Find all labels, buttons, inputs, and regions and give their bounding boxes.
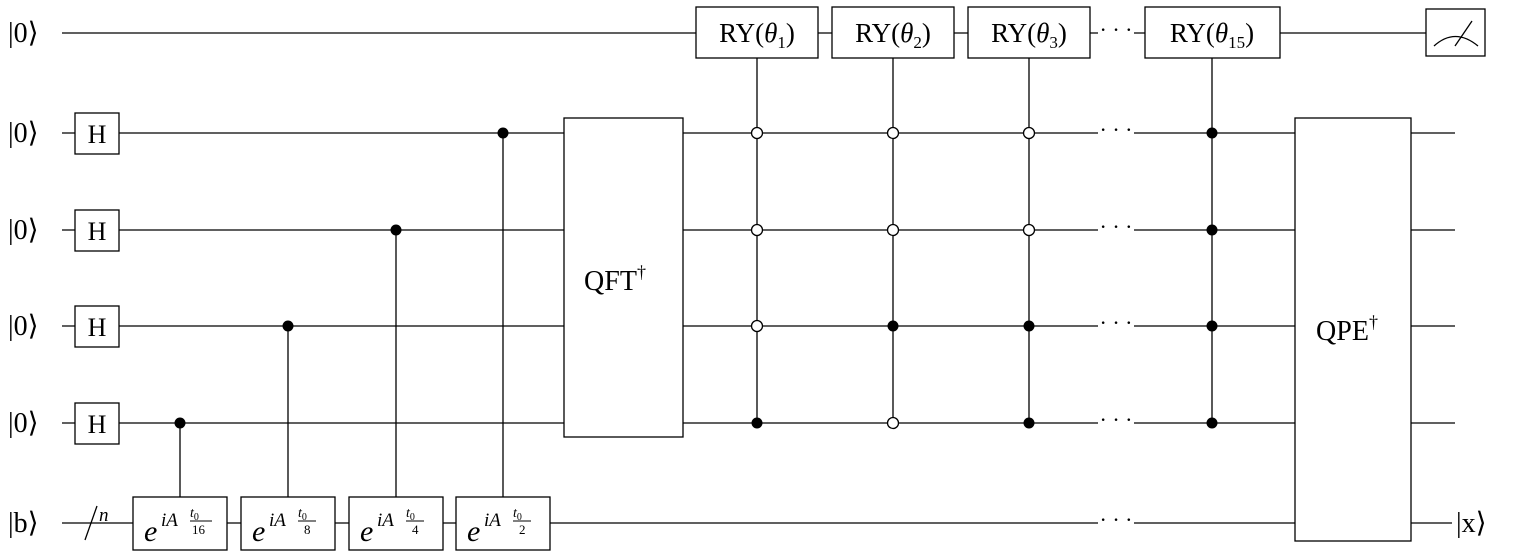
control-dot	[1206, 320, 1218, 332]
dagger-symbol: †	[637, 262, 646, 282]
ry-gate: RY(θ15)	[1144, 6, 1281, 59]
control-dot	[497, 127, 509, 139]
subscript: 3	[1049, 33, 1058, 52]
qft-dagger-label: QFT†	[584, 262, 646, 297]
qpe-dagger-label: QPE†	[1316, 312, 1378, 347]
fraction-numerator: t0	[298, 506, 307, 523]
control-open	[886, 126, 900, 140]
fraction-denominator: 2	[519, 522, 526, 537]
hadamard-gate: H	[74, 402, 120, 445]
gate-exponent: iA	[269, 510, 286, 531]
fraction-denominator: 8	[304, 522, 311, 537]
gate-base: e	[144, 515, 157, 548]
control-dot	[1206, 127, 1218, 139]
control-dot	[390, 224, 402, 236]
hadamard-gate: H	[74, 305, 120, 348]
ry-label: RY(θ15)	[1170, 18, 1254, 52]
bus-slash-mark	[84, 505, 98, 541]
bus-slash: n	[84, 505, 109, 541]
wire-ellipsis: · · ·	[1100, 117, 1133, 142]
gate-label: H	[88, 217, 107, 246]
control-dot	[1023, 320, 1035, 332]
fraction-numerator: t0	[190, 506, 199, 523]
evolution-gate: e iA t0 2	[455, 496, 551, 551]
control-open	[750, 319, 764, 333]
ry-gate: RY(θ1)	[695, 6, 819, 59]
controlled-evolutions: e iA t0 16 e iA t0 8 e iA t0 4 e	[132, 127, 551, 551]
wire-ellipsis: · · ·	[1100, 17, 1133, 42]
subscript: 0	[194, 512, 199, 523]
output-label: |x⟩	[1456, 508, 1487, 539]
control-dot	[174, 417, 186, 429]
control-open	[750, 223, 764, 237]
gate-base: e	[360, 515, 373, 548]
hadamard-gates: H H H H	[74, 112, 120, 445]
gate-label: H	[88, 120, 107, 149]
subscript: 0	[302, 512, 307, 523]
control-dot	[751, 417, 763, 429]
qft-dagger-block: QFT†	[563, 117, 684, 438]
subscript: 15	[1228, 33, 1245, 52]
fraction-numerator: t0	[406, 506, 415, 523]
ry-gate: RY(θ3)	[967, 6, 1091, 59]
wire-ellipsis: · · ·	[1100, 214, 1133, 239]
wire-ellipsis: · · ·	[1100, 310, 1133, 335]
dagger-symbol: †	[1369, 312, 1378, 332]
clock-label: |0⟩	[8, 118, 39, 149]
gate-exponent: iA	[377, 510, 394, 531]
gate-label: H	[88, 313, 107, 342]
controlled-rotations: RY(θ1) RY(θ2) RY(θ3) RY(θ15)	[695, 6, 1281, 430]
subscript: 0	[410, 512, 415, 523]
control-open	[750, 126, 764, 140]
control-dot	[282, 320, 294, 332]
qpe-dagger-block: QPE†	[1294, 117, 1412, 542]
gate-exponent: iA	[484, 510, 501, 531]
gate-label: H	[88, 410, 107, 439]
ry-gate: RY(θ2)	[831, 6, 955, 59]
ry-label: RY(θ3)	[991, 18, 1067, 52]
bus-label: n	[99, 505, 109, 526]
qubit-labels: |0⟩ |0⟩ |0⟩ |0⟩ |0⟩ |b⟩ |x⟩	[8, 18, 1487, 539]
control-dot	[1206, 224, 1218, 236]
control-open	[886, 416, 900, 430]
ry-label: RY(θ1)	[719, 18, 795, 52]
evolution-gate: e iA t0 8	[240, 496, 336, 551]
gate-base: e	[467, 515, 480, 548]
fraction-denominator: 4	[412, 522, 419, 537]
evolution-gate: e iA t0 16	[132, 496, 228, 551]
evolution-gate: e iA t0 4	[348, 496, 444, 551]
ellipses: · · · · · · · · · · · · · · · · · ·	[1100, 17, 1133, 532]
gate-exponent: iA	[161, 510, 178, 531]
b-register-label: |b⟩	[8, 508, 39, 539]
hadamard-gate: H	[74, 112, 120, 155]
hadamard-gate: H	[74, 209, 120, 252]
clock-label: |0⟩	[8, 408, 39, 439]
meter-icon	[1425, 8, 1486, 57]
gate-base: e	[252, 515, 265, 548]
control-dot	[887, 320, 899, 332]
subscript: 2	[913, 33, 922, 52]
control-dot	[1206, 417, 1218, 429]
clock-label: |0⟩	[8, 311, 39, 342]
ry-label: RY(θ2)	[855, 18, 931, 52]
subscript: 1	[777, 33, 786, 52]
wire-ellipsis: · · ·	[1100, 507, 1133, 532]
fraction-numerator: t0	[513, 506, 522, 523]
fraction-denominator: 16	[192, 522, 206, 537]
control-open	[1022, 223, 1036, 237]
wire-ellipsis: · · ·	[1100, 407, 1133, 432]
control-dot	[1023, 417, 1035, 429]
wires	[62, 32, 1455, 524]
ancilla-label: |0⟩	[8, 18, 39, 49]
control-open	[886, 223, 900, 237]
clock-label: |0⟩	[8, 215, 39, 246]
control-open	[1022, 126, 1036, 140]
subscript: 0	[517, 512, 522, 523]
